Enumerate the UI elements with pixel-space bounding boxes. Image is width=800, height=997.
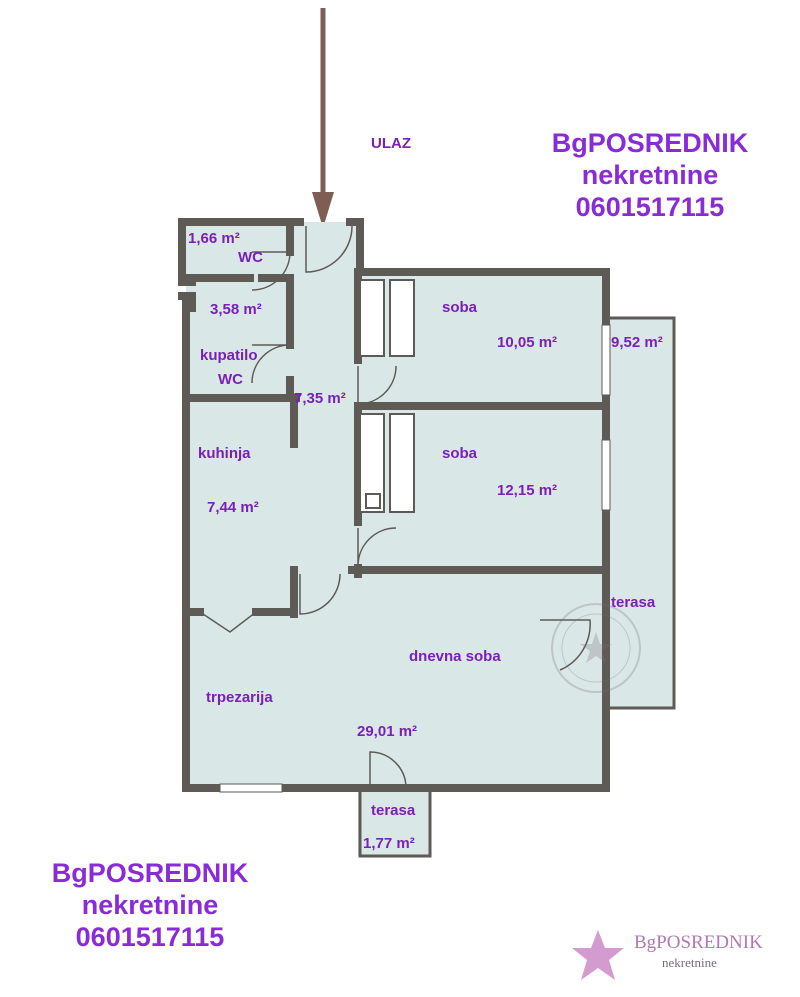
windows: [219, 324, 611, 793]
kitchen-name: kuhinja: [198, 445, 251, 462]
brand-name: BgPOSREDNIK: [551, 128, 749, 158]
brand-subtitle: nekretnine: [581, 159, 719, 190]
star-icon: [572, 930, 624, 980]
entry-arrow: [312, 8, 334, 228]
wc-name: WC: [238, 249, 263, 266]
living-name: dnevna soba: [409, 648, 501, 665]
hall-area: 7,35 m²: [294, 390, 346, 407]
terrace-south-floor: [358, 786, 430, 856]
room2-name: soba: [442, 445, 478, 462]
wardrobes: [359, 279, 415, 513]
terrace-east-floor: [605, 318, 673, 708]
brand-phone: 0601517115: [75, 921, 225, 952]
room1-area: 10,05 m²: [497, 334, 557, 351]
brand-block-bottom: BgPOSREDNIK nekretnine 0601517115: [30, 858, 270, 954]
living-area: 29,01 m²: [357, 723, 417, 740]
walls: [178, 218, 676, 858]
brand-subtitle: nekretnine: [81, 889, 219, 920]
bathroom-area: 3,58 m²: [210, 301, 262, 318]
room2-area: 12,15 m²: [497, 482, 557, 499]
brand-logo: BgPOSREDNIK nekretnine: [570, 928, 785, 984]
bathroom-name-wc: WC: [218, 371, 243, 388]
logo-subtitle: nekretnine: [662, 955, 717, 970]
dining-name: trpezarija: [206, 689, 273, 706]
room1-name: soba: [442, 299, 478, 316]
brand-phone: 0601517115: [575, 191, 725, 222]
kitchen-area: 7,44 m²: [207, 499, 259, 516]
terrace-south-area: 1,77 m²: [363, 835, 415, 852]
watermark: [551, 603, 641, 693]
entry-label: ULAZ: [371, 135, 411, 152]
doors: [199, 225, 591, 789]
brand-block-top: BgPOSREDNIK nekretnine 0601517115: [520, 128, 780, 224]
terrace-south-name: terasa: [371, 802, 416, 819]
terrace-east-area: 9,52 m²: [611, 334, 663, 351]
brand-name: BgPOSREDNIK: [51, 858, 249, 888]
terrace-east-name: terasa: [611, 594, 656, 611]
bathroom-name: kupatilo: [200, 347, 258, 364]
logo-name: BgPOSREDNIK: [634, 932, 763, 953]
wc-area: 1,66 m²: [188, 230, 240, 247]
